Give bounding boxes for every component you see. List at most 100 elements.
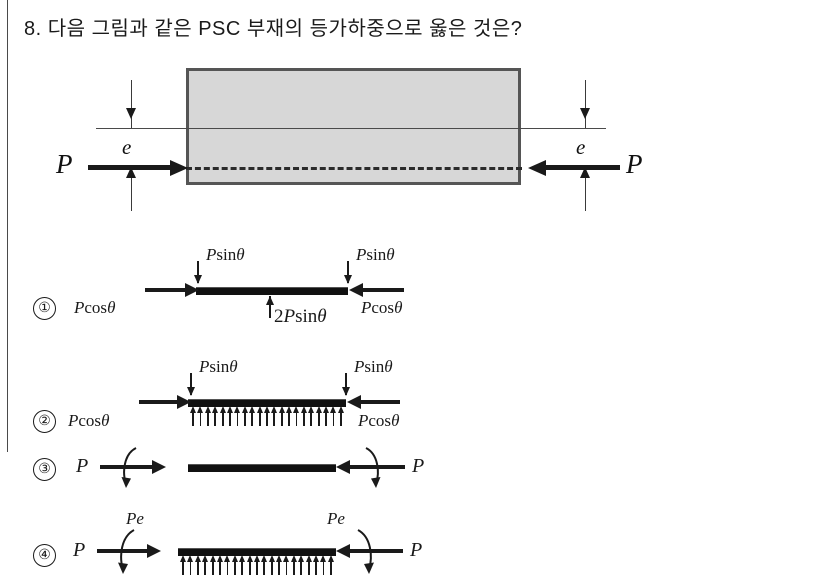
distributed-load-arrow <box>241 406 248 426</box>
option-1-center-load-label: 2Psinθ <box>274 306 327 327</box>
option-1-marker: ① <box>33 297 56 320</box>
option-3-left-axial-shaft <box>100 465 160 469</box>
option-1-left-load-label: Psinθ <box>206 245 245 264</box>
distributed-load-arrow <box>202 555 209 575</box>
distributed-load-arrow <box>253 555 260 575</box>
distributed-load-arrow <box>293 406 300 426</box>
option-3-left-axial-label: P <box>76 455 89 477</box>
distributed-load-arrow <box>286 406 293 426</box>
right-eccentricity-label: e <box>576 135 586 159</box>
distributed-load-arrow <box>187 555 194 575</box>
left-force-arrowhead <box>170 159 188 176</box>
right-dimension-upper-line <box>585 80 586 128</box>
option-4-beam <box>178 548 336 556</box>
distributed-load-arrow <box>197 406 204 426</box>
distributed-load-arrow <box>327 555 334 575</box>
option-2-right-load-stem <box>345 373 347 395</box>
option-3-left-moment-icon <box>121 447 137 488</box>
option-2-left-load-arrowhead <box>187 387 195 396</box>
option-2-left-axial-arrowhead <box>177 395 191 409</box>
right-dimension-up-arrow <box>580 167 590 178</box>
distributed-load-arrow <box>261 555 268 575</box>
option-4-right-moment-icon <box>357 529 374 574</box>
left-force-label: P <box>56 149 73 179</box>
distributed-load-arrow <box>320 555 327 575</box>
option-2-right-load-label: Psinθ <box>354 357 393 376</box>
option-2-left-load-stem <box>190 373 192 395</box>
option-1-right-load-stem <box>347 261 349 283</box>
option-1-left-axial-shaft <box>145 288 191 292</box>
distributed-load-arrow <box>276 555 283 575</box>
option-1-right-axial-arrowhead <box>349 283 363 297</box>
option-4-left-axial-shaft <box>97 549 155 553</box>
page-title: 8. 다음 그림과 같은 PSC 부재의 등가하중으로 옳은 것은? <box>24 18 523 40</box>
distributed-load-arrow <box>234 406 241 426</box>
left-dimension-upper-line <box>131 80 132 128</box>
distributed-load-arrow <box>315 406 322 426</box>
distributed-load-arrow <box>300 406 307 426</box>
right-dimension-lower-line <box>585 167 586 211</box>
distributed-load-arrow <box>256 406 263 426</box>
distributed-load-arrow <box>194 555 201 575</box>
left-force-shaft <box>88 165 176 170</box>
left-dimension-lower-line <box>131 167 132 211</box>
option-2-right-axial-shaft <box>356 400 400 404</box>
option-4-right-axial-label: P <box>410 539 423 561</box>
option-3-marker: ③ <box>33 458 56 481</box>
page-margin-rule <box>7 0 8 452</box>
option-1-left-axial-label: Pcosθ <box>74 298 116 317</box>
option-4-left-axial-arrowhead <box>147 544 161 558</box>
distributed-load-arrow <box>313 555 320 575</box>
option-1-center-load-stem <box>269 296 271 318</box>
option-3-right-axial-shaft <box>345 465 405 469</box>
option-4-marker: ④ <box>33 544 56 567</box>
option-3-right-axial-label: P <box>412 455 425 477</box>
distributed-load-arrow <box>268 555 275 575</box>
distributed-load-arrow <box>204 406 211 426</box>
centroid-axis-line <box>96 128 606 129</box>
distributed-load-arrow <box>330 406 337 426</box>
option-3-right-moment-icon <box>365 447 381 488</box>
distributed-load-arrow <box>224 555 231 575</box>
distributed-load-arrow <box>271 406 278 426</box>
distributed-load-arrow <box>246 555 253 575</box>
beam-rectangle <box>186 68 521 185</box>
distributed-load-arrow <box>278 406 285 426</box>
distributed-load-arrow <box>323 406 330 426</box>
option-1-left-load-arrowhead <box>194 275 202 284</box>
distributed-load-arrow <box>216 555 223 575</box>
left-dimension-down-arrow <box>126 108 136 119</box>
option-4-left-moment-icon <box>118 529 135 574</box>
distributed-load-arrow <box>212 406 219 426</box>
option-2-right-load-arrowhead <box>342 387 350 396</box>
distributed-load-arrow <box>263 406 270 426</box>
distributed-load-arrow <box>190 406 196 426</box>
distributed-load-arrow <box>239 555 246 575</box>
option-1-center-load-arrowhead <box>266 296 274 305</box>
option-2-marker: ② <box>33 410 56 433</box>
left-eccentricity-label: e <box>122 135 132 159</box>
distributed-load-arrow <box>283 555 290 575</box>
distributed-load-arrow <box>231 555 238 575</box>
distributed-load-arrow <box>209 555 216 575</box>
option-1-beam <box>196 287 348 295</box>
distributed-load-arrow <box>308 406 315 426</box>
option-4-distributed-load <box>180 555 334 575</box>
option-2-left-load-label: Psinθ <box>199 357 238 376</box>
option-4-left-moment-label: Pe <box>126 509 144 528</box>
right-force-shaft <box>538 165 620 170</box>
distributed-load-arrow <box>337 406 344 426</box>
tendon-line <box>186 167 522 170</box>
distributed-load-arrow <box>180 555 186 575</box>
option-3-left-axial-arrowhead <box>152 460 166 474</box>
right-force-arrowhead <box>528 159 546 176</box>
distributed-load-arrow <box>249 406 256 426</box>
option-2-left-axial-shaft <box>139 400 183 404</box>
option-4-right-axial-arrowhead <box>336 544 350 558</box>
option-1-right-load-label: Psinθ <box>356 245 395 264</box>
option-1-right-axial-label: Pcosθ <box>361 298 403 317</box>
right-dimension-down-arrow <box>580 108 590 119</box>
option-1-left-axial-arrowhead <box>185 283 199 297</box>
option-3-right-axial-arrowhead <box>336 460 350 474</box>
